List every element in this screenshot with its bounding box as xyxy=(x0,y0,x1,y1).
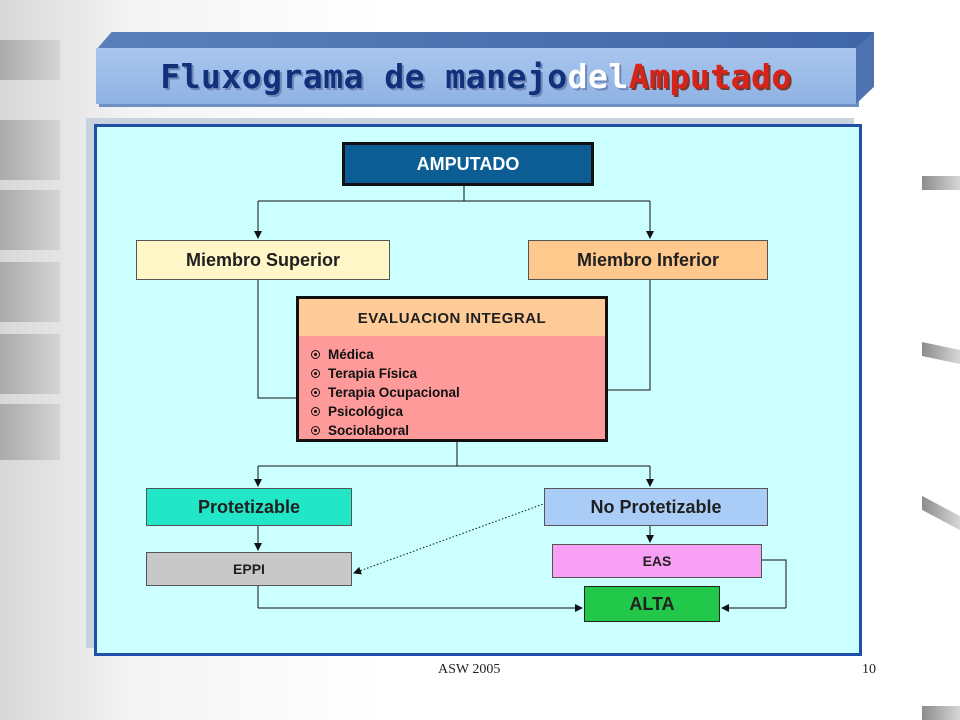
circle-bullet-icon xyxy=(311,407,320,416)
background-bar xyxy=(0,262,60,322)
node-no-protetizable: No Protetizable xyxy=(544,488,768,526)
circle-bullet-icon xyxy=(311,350,320,359)
evaluacion-item: Terapia Ocupacional xyxy=(311,383,605,402)
circle-bullet-icon xyxy=(311,388,320,397)
title-banner-side xyxy=(856,32,874,104)
title-part-3: Amputado xyxy=(628,56,792,96)
background-bar xyxy=(0,190,60,250)
node-amputado: AMPUTADO xyxy=(342,142,594,186)
evaluacion-item-label: Psicológica xyxy=(328,404,404,419)
evaluacion-item-label: Sociolaboral xyxy=(328,423,410,438)
circle-bullet-icon xyxy=(311,369,320,378)
node-eas: EAS xyxy=(552,544,762,578)
evaluacion-item: Médica xyxy=(311,345,605,364)
connector-eas-to-alta xyxy=(762,559,787,608)
connector-superior-to-evaluacion xyxy=(257,280,296,399)
background-slash xyxy=(922,706,960,720)
connector-inferior-to-evaluacion xyxy=(608,280,651,391)
background-bar xyxy=(0,404,60,460)
title-part-2: del xyxy=(567,56,629,96)
title-banner-top xyxy=(96,32,874,50)
page-title: Fluxograma de manejo del Amputado xyxy=(96,50,856,102)
background-bar xyxy=(0,120,60,180)
node-evaluacion-integral-list: Médica Terapia Física Terapia Ocupaciona… xyxy=(296,336,608,442)
background-bar xyxy=(0,40,60,80)
node-miembro-inferior: Miembro Inferior xyxy=(528,240,768,280)
node-evaluacion-integral-heading: EVALUACION INTEGRAL xyxy=(296,296,608,338)
node-miembro-superior: Miembro Superior xyxy=(136,240,390,280)
node-protetizable: Protetizable xyxy=(146,488,352,526)
circle-bullet-icon xyxy=(311,426,320,435)
dotted-arrow-to-eppi xyxy=(353,502,547,575)
evaluacion-item-label: Terapia Ocupacional xyxy=(328,385,460,400)
evaluacion-item-label: Médica xyxy=(328,347,374,362)
footer-author: ASW 2005 xyxy=(438,662,501,677)
title-part-1: Fluxograma de manejo xyxy=(160,56,568,96)
evaluacion-item: Psicológica xyxy=(311,402,605,421)
node-eppi: EPPI xyxy=(146,552,352,586)
evaluacion-item-label: Terapia Física xyxy=(328,366,418,381)
title-banner xyxy=(96,48,856,104)
node-alta: ALTA xyxy=(584,586,720,622)
background-bar xyxy=(0,334,60,394)
background-slash xyxy=(922,176,960,190)
page-number: 10 xyxy=(862,662,876,677)
evaluacion-item: Sociolaboral xyxy=(311,421,605,440)
evaluacion-item: Terapia Física xyxy=(311,364,605,383)
